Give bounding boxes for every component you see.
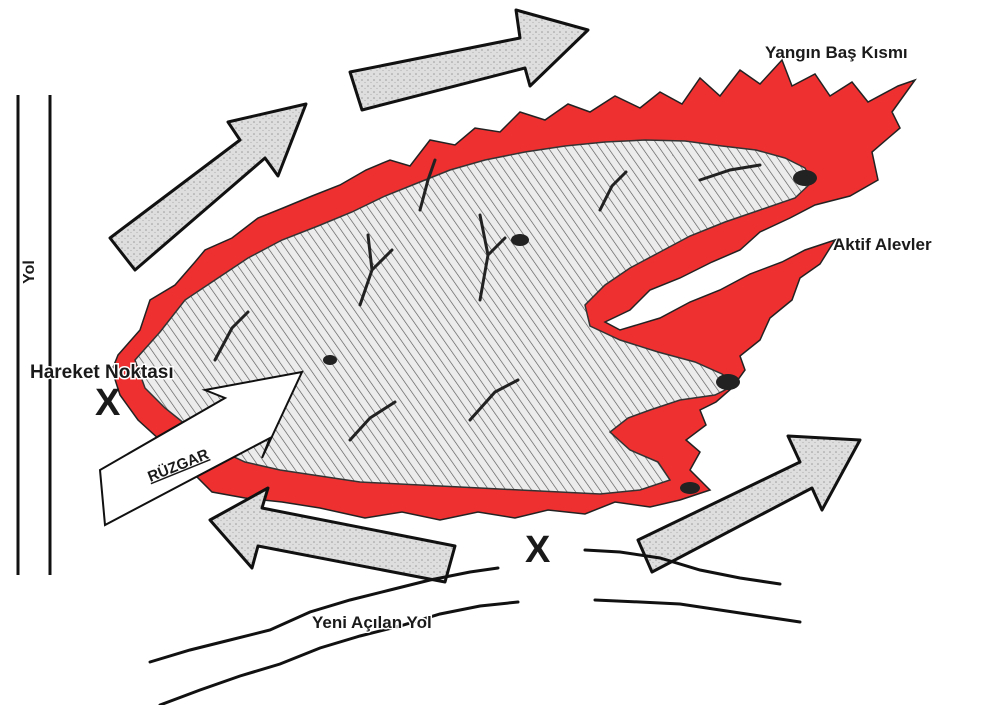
new-road-label: Yeni Açılan Yol (312, 613, 432, 632)
new-road (150, 550, 800, 705)
road-left (18, 95, 50, 575)
fire-head-label: Yangın Baş Kısmı (765, 43, 908, 62)
active-flames-label: Aktif Alevler (833, 235, 932, 254)
bottom-x-mark: X (525, 529, 551, 571)
start-point-x-mark: X (95, 382, 121, 424)
arrow-top (350, 10, 588, 110)
road-label: Yol (21, 260, 38, 284)
start-point-label: Hareket Noktası (30, 362, 174, 383)
